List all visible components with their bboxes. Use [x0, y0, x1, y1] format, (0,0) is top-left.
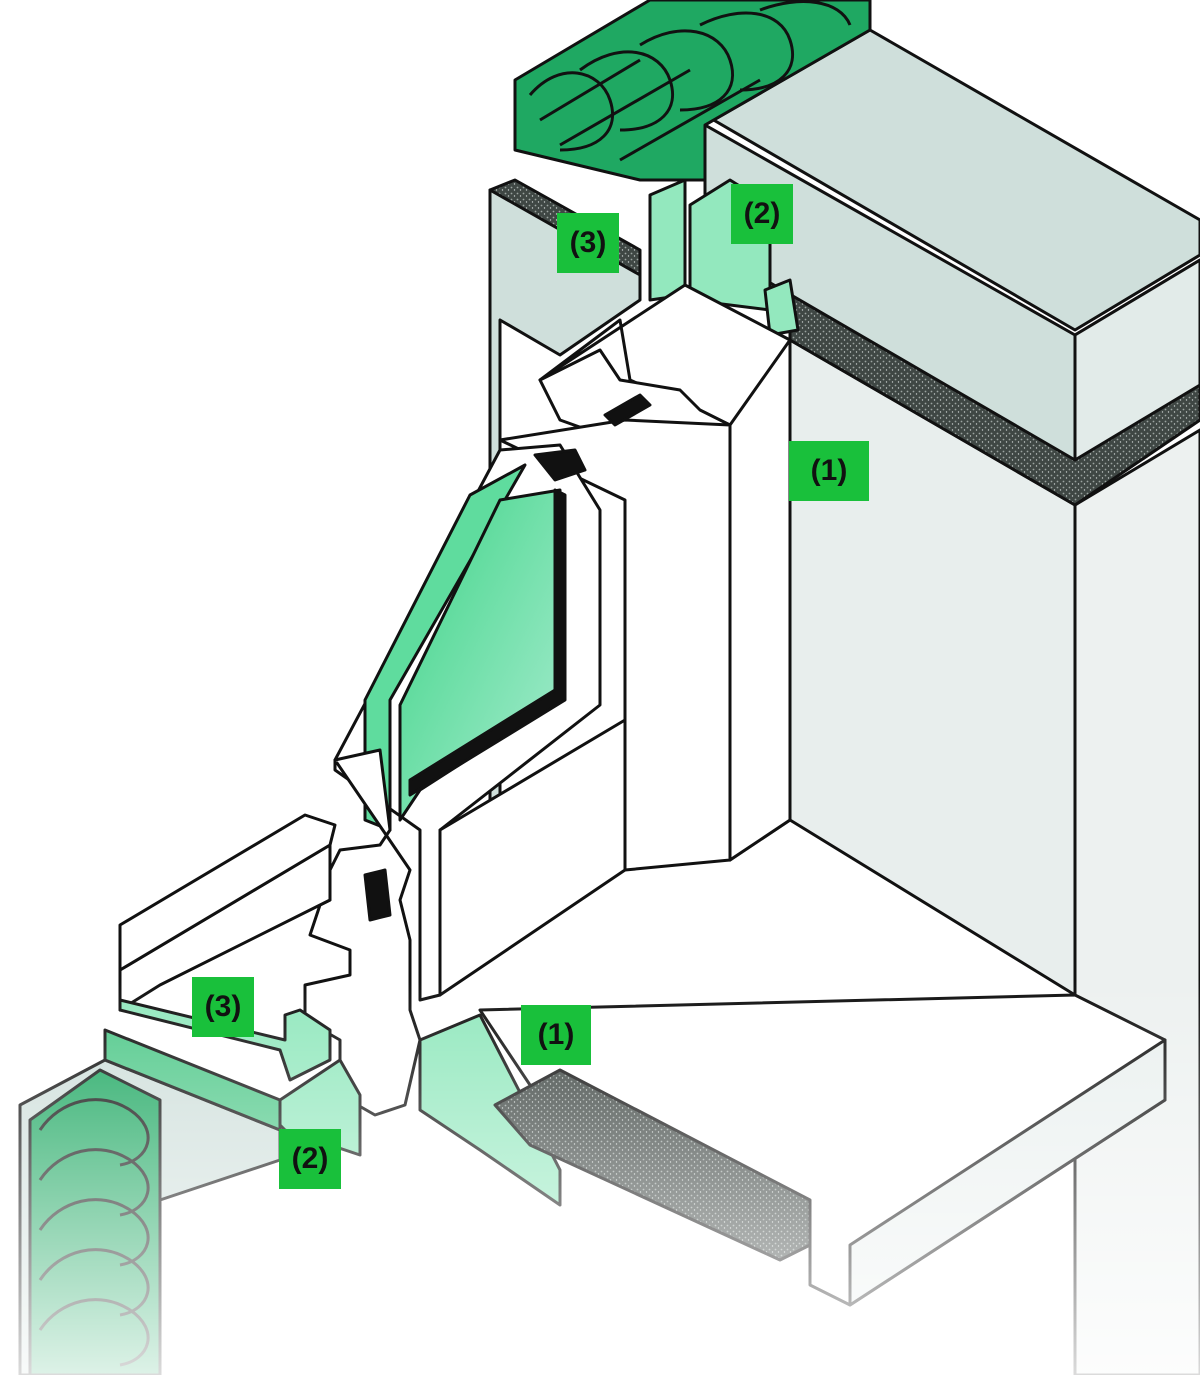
gasket-top	[533, 448, 587, 482]
seal-strip-top-small	[763, 278, 800, 337]
gasket-arrow	[603, 393, 652, 427]
seal-strip-top-3	[648, 178, 687, 302]
label-3-top: (3)	[557, 213, 619, 273]
sash-bottom	[438, 718, 627, 997]
label-1-bottom: (1)	[521, 1005, 591, 1065]
exterior-sill-top	[118, 813, 337, 972]
label-2-bottom: (2)	[279, 1129, 341, 1189]
gasket-bottom	[363, 868, 392, 922]
label-2-top: (2)	[731, 184, 793, 244]
frame-jamb-front	[728, 338, 792, 862]
label-3-bottom: (3)	[192, 977, 254, 1037]
label-1-top: (1)	[789, 441, 869, 501]
wall-slab-side	[1073, 258, 1200, 462]
glass-spacer	[408, 488, 567, 797]
bottom-fade	[0, 980, 1200, 1375]
